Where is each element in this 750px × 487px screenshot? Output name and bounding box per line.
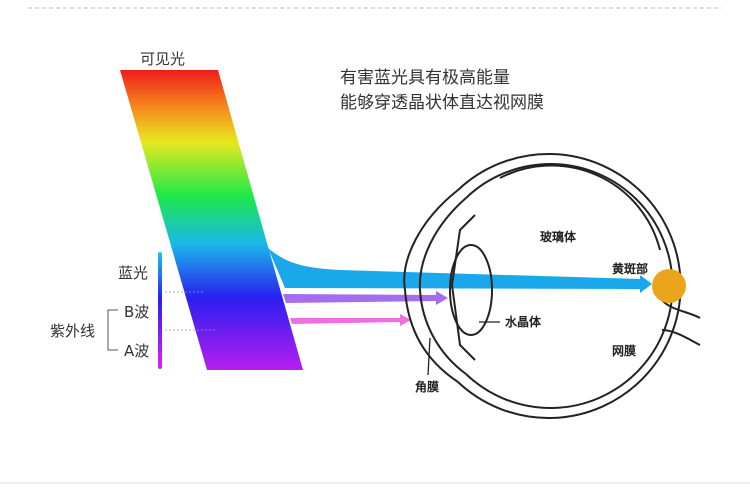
uv-bracket — [107, 309, 118, 351]
blue-light-label: 蓝光 — [118, 264, 149, 282]
blue-light-beam — [268, 248, 652, 293]
heading-line-2: 能够穿透晶状体直达视网膜 — [340, 93, 544, 113]
uva-beam — [290, 314, 411, 326]
retina-label: 网膜 — [612, 344, 637, 358]
wavelength-bar — [158, 252, 162, 369]
vitreous-label: 玻璃体 — [540, 230, 577, 244]
visible-light-label: 可见光 — [140, 50, 186, 68]
uva-label: A波 — [124, 342, 150, 360]
uvb-label: B波 — [124, 303, 150, 321]
visible-light-spectrum — [120, 70, 303, 370]
heading: 有害蓝光具有极高能量 能够穿透晶状体直达视网膜 — [340, 66, 544, 116]
macula-spot — [652, 269, 686, 303]
lens-label: 水晶体 — [505, 315, 542, 329]
macula-label: 黄斑部 — [612, 262, 649, 276]
heading-line-1: 有害蓝光具有极高能量 — [340, 68, 510, 88]
uvb-beam — [283, 291, 448, 305]
uv-label: 紫外线 — [50, 322, 96, 340]
cornea-label: 角膜 — [415, 380, 440, 394]
